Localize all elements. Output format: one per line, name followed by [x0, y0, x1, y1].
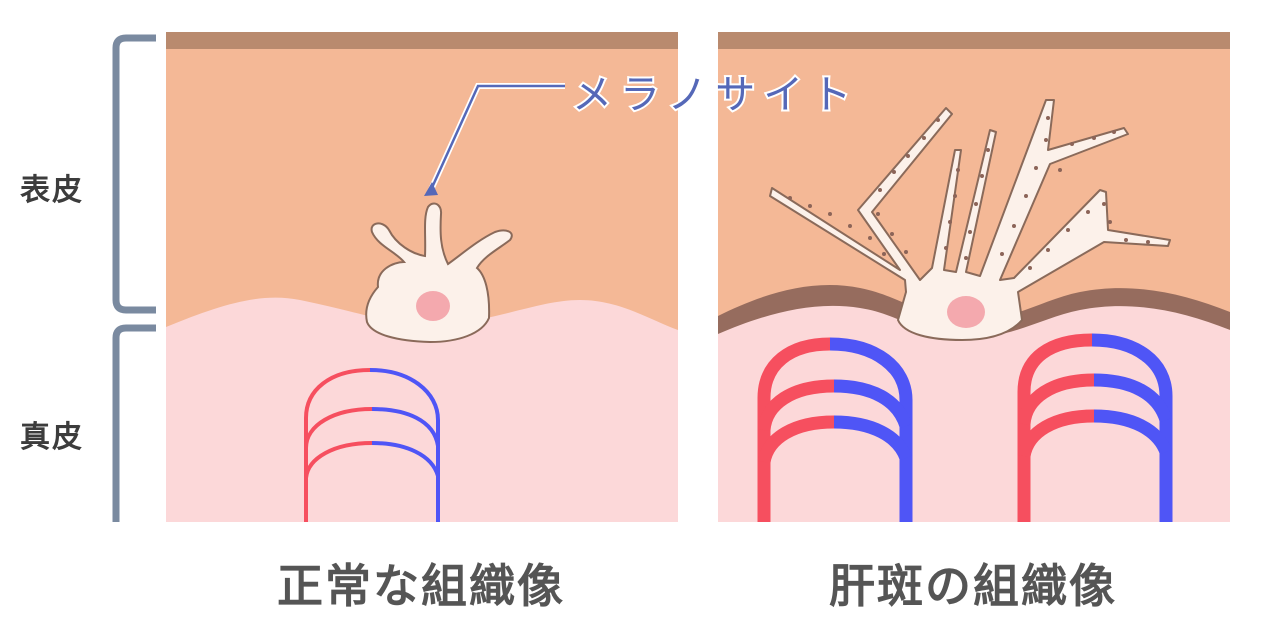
- capillary-loops: [304, 368, 440, 522]
- skin-surface: [166, 32, 678, 49]
- melasma-tissue-panel: [718, 32, 1230, 522]
- dermis-layer: [166, 297, 678, 522]
- dermis-label: 真皮: [20, 420, 84, 455]
- melanin-granules: [788, 116, 1150, 270]
- melasma-tissue-caption: 肝斑の組織像: [829, 559, 1117, 613]
- melanocyte-callout-arrow: [424, 83, 565, 196]
- dermis-layer: [718, 305, 1230, 522]
- activated-melanocyte: [769, 99, 1171, 341]
- melanocyte-nucleus: [947, 296, 985, 328]
- dermis-bracket: [112, 324, 156, 522]
- epidermis-label: 表皮: [20, 173, 84, 208]
- normal-tissue-panel: [166, 32, 678, 522]
- pigment-band: [718, 285, 1230, 341]
- epidermis-bracket: [112, 34, 156, 314]
- skin-surface: [718, 32, 1230, 49]
- normal-tissue-caption: 正常な組織像: [277, 559, 565, 613]
- melanocyte-label: メラノサイト: [570, 70, 860, 120]
- melanocyte-nucleus: [416, 291, 450, 321]
- dilated-capillary-loops: [757, 333, 1173, 522]
- melanocyte-cell: [365, 202, 513, 344]
